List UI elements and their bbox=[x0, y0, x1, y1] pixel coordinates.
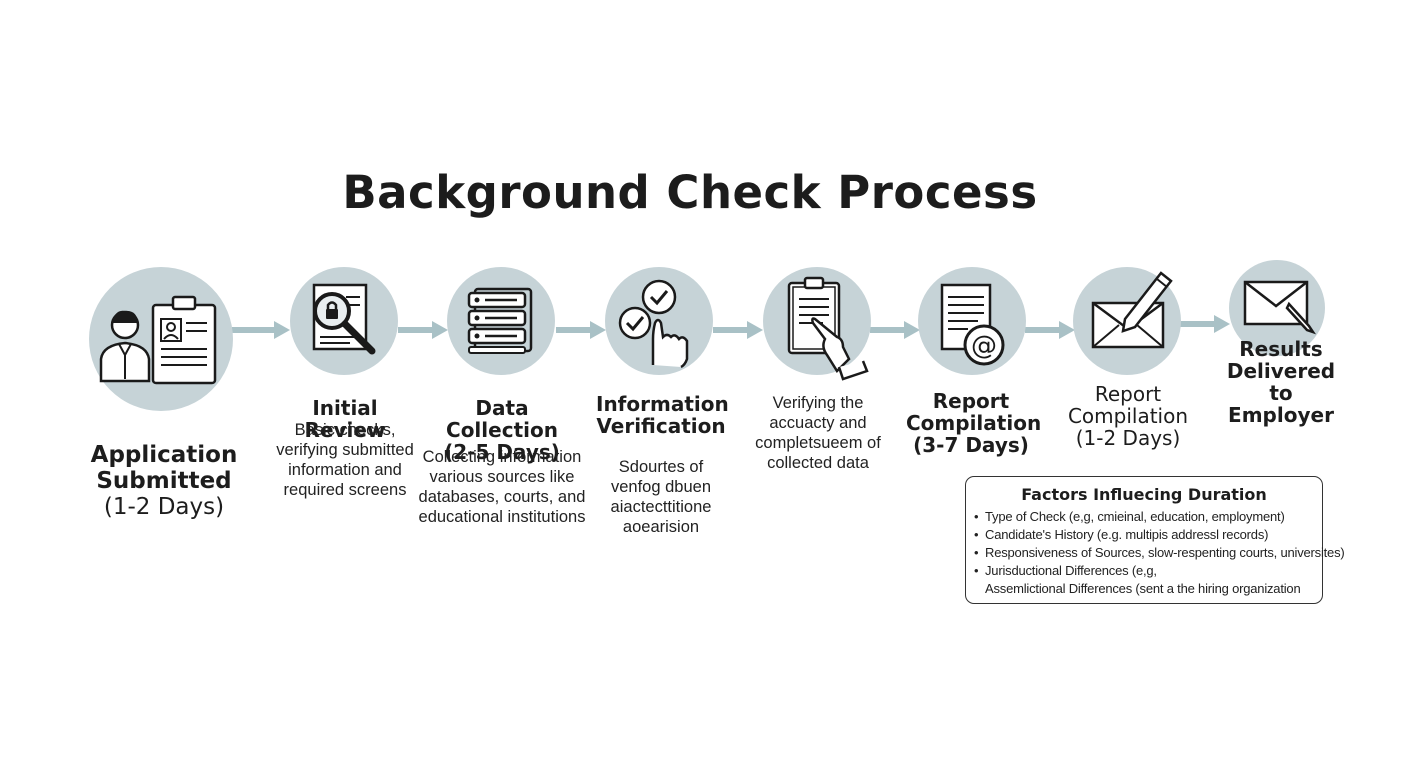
step-7-duration: (1-2 Days) bbox=[1075, 426, 1181, 450]
step-2-circle bbox=[290, 267, 398, 375]
bullet: • bbox=[974, 545, 979, 560]
factors-list: •Type of Check (e,g, cmieinal, education… bbox=[966, 508, 1345, 598]
bullet: • bbox=[974, 509, 979, 524]
step-8-title: Delivered to bbox=[1226, 359, 1336, 405]
flow-arrow bbox=[556, 321, 606, 339]
step-2-description: Basic checks, verifying submitted inform… bbox=[276, 421, 414, 499]
step-8-title: Results bbox=[1239, 337, 1323, 361]
step-6-label: Report Compilation (3-7 Days) bbox=[906, 389, 1042, 457]
database-servers-icon bbox=[467, 287, 533, 354]
hand-checkmarks-icon bbox=[618, 279, 689, 369]
step-1-duration: (1-2 Days) bbox=[103, 494, 225, 520]
list-item: •Jurisductional Differences (e,g, bbox=[974, 563, 1157, 578]
flow-arrow bbox=[1180, 315, 1230, 333]
step-3-description: Collecting information various sources l… bbox=[418, 448, 586, 526]
applicant-id-card-icon bbox=[99, 295, 217, 385]
step-7-label: Report Compilation (1-2 Days) bbox=[1063, 383, 1193, 449]
document-at-icon: @ bbox=[940, 283, 1005, 366]
step-3-duration: (2-5 Days) bbox=[444, 440, 560, 464]
step-8-title: Employer bbox=[1228, 403, 1334, 427]
document-magnifier-icon bbox=[312, 283, 376, 355]
factors-box: Factors Influecing Duration •Type of Che… bbox=[965, 476, 1345, 604]
step-4-description: Sdourtes of venfog dbuen aiactecttitione… bbox=[610, 458, 712, 536]
step-7-title: Compilation bbox=[1067, 404, 1189, 428]
step-6-title: Report bbox=[932, 389, 1010, 413]
step-1-title: Submitted bbox=[96, 468, 232, 494]
bullet: • bbox=[974, 527, 979, 542]
list-item-continuation: Assemlictional Differences (sent a the h… bbox=[985, 581, 1301, 596]
step-4-title: Information bbox=[596, 392, 729, 416]
step-4-title: Verification bbox=[596, 414, 726, 438]
step-6-title: Compilation bbox=[906, 411, 1042, 435]
bullet: • bbox=[974, 563, 979, 578]
step-1-label: Application Submitted (1-2 Days) bbox=[84, 442, 244, 520]
step-3-title: Data Collection bbox=[446, 396, 558, 442]
step-3-label: Data Collection (2-5 Days) bbox=[420, 397, 584, 463]
step-2-label: Initial Review bbox=[270, 397, 420, 441]
step-3-circle bbox=[447, 267, 555, 375]
step-8-label: Results Delivered to Employer bbox=[1216, 338, 1346, 426]
step-4-label: Information Verification bbox=[596, 392, 729, 438]
svg-text:@: @ bbox=[971, 331, 997, 361]
flow-arrow bbox=[398, 321, 448, 339]
list-item: •Candidate's History (e.g. multipis addr… bbox=[974, 527, 1269, 542]
list-item: •Type of Check (e,g, cmieinal, education… bbox=[974, 509, 1285, 524]
step-8-circle bbox=[1229, 260, 1325, 356]
flow-arrow bbox=[1025, 321, 1075, 339]
list-item: •Responsiveness of Sources, slow-respent… bbox=[974, 545, 1345, 560]
factors-heading: Factors Influecing Duration bbox=[1021, 485, 1267, 504]
step-7-title: Report bbox=[1094, 382, 1162, 406]
step-5-description: Verifying the accuacty and completsueem … bbox=[755, 394, 881, 472]
step-7-circle bbox=[1073, 267, 1181, 375]
page-title: Background Check Process bbox=[342, 166, 1038, 219]
envelope-pen-icon bbox=[1243, 280, 1317, 335]
step-1-title: Application bbox=[90, 442, 238, 468]
step-6-circle: @ bbox=[918, 267, 1026, 375]
step-2-title: Initial Review bbox=[304, 396, 386, 442]
flow-arrow bbox=[713, 321, 763, 339]
clipboard-hand-icon bbox=[787, 276, 869, 381]
step-5-circle bbox=[763, 267, 871, 381]
flow-arrow bbox=[870, 321, 920, 339]
step-1-circle bbox=[89, 267, 233, 411]
step-6-duration: (3-7 Days) bbox=[913, 433, 1029, 457]
flow-arrow bbox=[232, 321, 290, 339]
step-4-circle bbox=[605, 267, 713, 375]
envelope-pencil-icon bbox=[1091, 271, 1173, 349]
